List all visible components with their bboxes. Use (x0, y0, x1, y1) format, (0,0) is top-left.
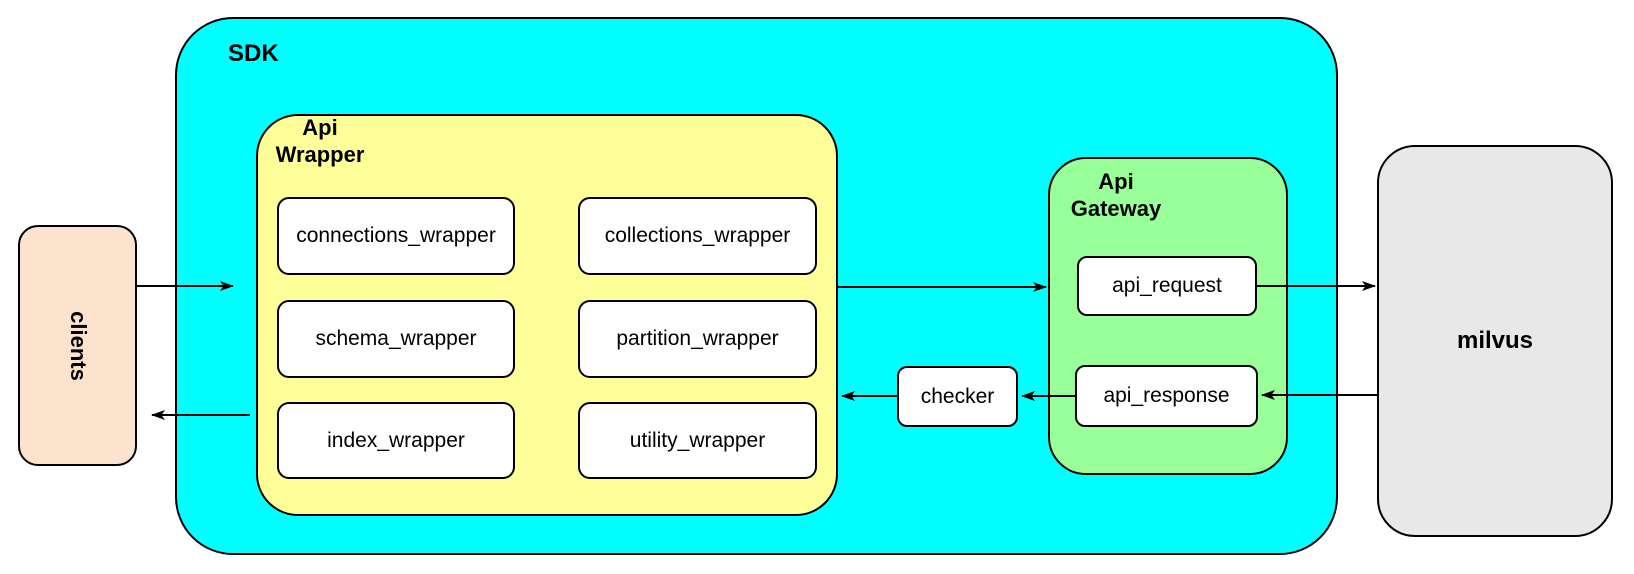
api-gateway-label: Api Gateway (1070, 169, 1162, 221)
sdk-label: SDK (228, 40, 279, 67)
index-wrapper-box: index_wrapper (277, 402, 515, 479)
api-response-box: api_response (1075, 365, 1258, 427)
utility-wrapper-box: utility_wrapper (578, 402, 817, 479)
schema-wrapper-box: schema_wrapper (277, 300, 515, 378)
milvus-box: milvus (1377, 145, 1613, 537)
connections-wrapper-box: connections_wrapper (277, 197, 515, 275)
checker-box: checker (897, 366, 1018, 427)
partition-wrapper-box: partition_wrapper (578, 300, 817, 378)
collections-wrapper-box: collections_wrapper (578, 197, 817, 275)
clients-box: clients (18, 225, 137, 466)
api-request-box: api_request (1077, 256, 1257, 316)
clients-label: clients (65, 310, 91, 381)
api-wrapper-label: Api Wrapper (275, 115, 365, 167)
